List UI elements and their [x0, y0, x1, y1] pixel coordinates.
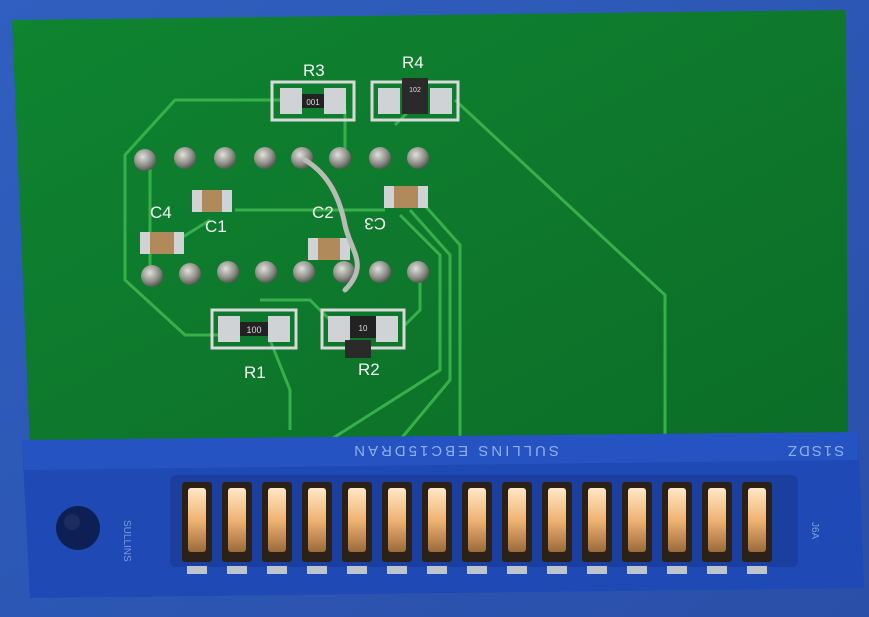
edge-connector: SULLINS EBC15DRAN S1SDZ SULLINS J6A	[22, 432, 864, 598]
solder-joints-bottom-row	[141, 261, 429, 287]
gold-contact	[628, 488, 646, 552]
gold-contact	[388, 488, 406, 552]
label-c2: C2	[312, 203, 334, 222]
contact-tail	[227, 566, 247, 574]
resistor-r2: 10	[320, 308, 406, 358]
label-c3: C3	[364, 214, 386, 233]
contact-tail	[187, 566, 207, 574]
pcb-board	[12, 10, 848, 450]
contact-tail	[307, 566, 327, 574]
contact-tail	[547, 566, 567, 574]
gold-contact	[308, 488, 326, 552]
resistor-r1: 100	[210, 308, 298, 350]
gold-contact	[508, 488, 526, 552]
capacitor-c3	[384, 186, 428, 208]
resistor-code-r3: 001	[306, 98, 320, 107]
gold-contact	[268, 488, 286, 552]
contact-tail	[467, 566, 487, 574]
contact-tail	[427, 566, 447, 574]
contact-tail	[347, 566, 367, 574]
label-r1: R1	[244, 363, 266, 382]
connector-right-mark: J6A	[809, 522, 820, 540]
contact-tail	[627, 566, 647, 574]
gold-contact	[428, 488, 446, 552]
label-c1: C1	[205, 217, 227, 236]
contact-tail	[507, 566, 527, 574]
resistor-code-r2: 10	[359, 324, 368, 333]
contact-tail	[587, 566, 607, 574]
contact-tail	[667, 566, 687, 574]
contact-tail	[747, 566, 767, 574]
connector-brand-text: SULLINS EBC15DRAN	[351, 442, 559, 459]
mounting-hole	[56, 506, 100, 550]
gold-contact	[748, 488, 766, 552]
gold-contact	[188, 488, 206, 552]
solder-joints-top-row	[134, 147, 429, 171]
gold-contact	[668, 488, 686, 552]
label-r2: R2	[358, 360, 380, 379]
resistor-r3: 001	[270, 80, 356, 122]
gold-contact	[228, 488, 246, 552]
contact-tail	[707, 566, 727, 574]
resistor-code-r4: 102	[409, 87, 421, 94]
contact-tail	[267, 566, 287, 574]
capacitor-c2	[308, 238, 350, 260]
contact-tail	[387, 566, 407, 574]
gold-contact	[708, 488, 726, 552]
gold-contact	[468, 488, 486, 552]
gold-contact	[588, 488, 606, 552]
label-c4: C4	[150, 203, 172, 222]
jumper-wire	[302, 157, 360, 293]
label-r3: R3	[303, 61, 325, 80]
gold-contact	[348, 488, 366, 552]
capacitor-c1	[192, 190, 232, 212]
resistor-code-r1: 100	[246, 325, 261, 335]
connector-contacts	[182, 482, 772, 574]
capacitor-c4	[140, 232, 184, 254]
connector-part-text: S1SDZ	[786, 442, 844, 459]
label-r4: R4	[402, 53, 424, 72]
gold-contact	[548, 488, 566, 552]
connector-side-text: SULLINS	[121, 520, 132, 562]
resistor-r4: 102	[370, 78, 460, 122]
